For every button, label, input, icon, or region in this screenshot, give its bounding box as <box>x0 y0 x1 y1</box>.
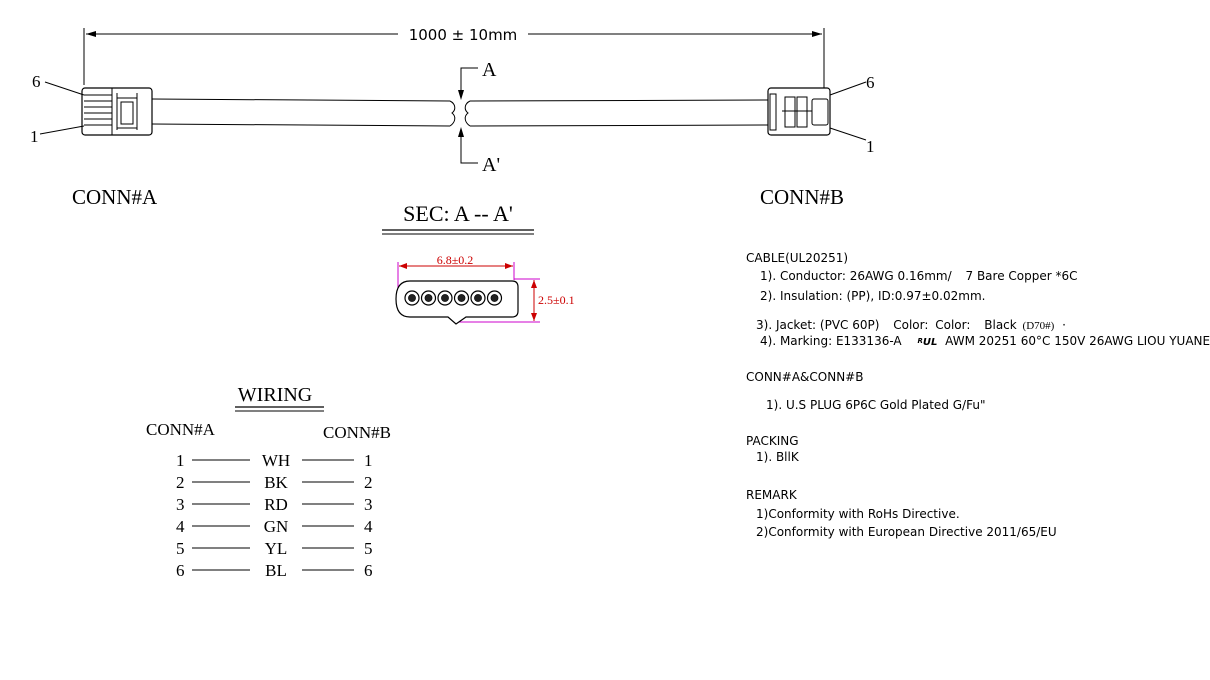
cable-insulation: 2). Insulation: (PP), ID:0.97±0.02mm. <box>760 289 986 303</box>
section-mark-upper: A <box>458 59 497 100</box>
cable-conductor-text: 1). Conductor: 26AWG 0.16mm/ <box>760 269 952 283</box>
wiring-color: GN <box>264 517 289 536</box>
wiring-pin-b: 1 <box>364 451 373 470</box>
remark-item-1: 1)Conformity with RoHs Directive. <box>756 507 960 521</box>
cable-marking-suffix: AWM 20251 60°C 150V 26AWG LIOU YUANE <box>945 334 1210 348</box>
cable-conductor: 1). Conductor: 26AWG 0.16mm/ 7 Bare Copp… <box>760 269 1078 283</box>
conductor-core <box>441 294 449 302</box>
wiring-row: 2 BK 2 <box>176 473 373 492</box>
wiring-pin-b: 3 <box>364 495 373 514</box>
connectors-heading: CONN#A&CONN#B <box>746 370 864 384</box>
section-title: SEC: A -- A' <box>403 201 513 226</box>
conn-b-pin-1-label: 1 <box>866 137 875 156</box>
connector-b-plug <box>767 87 831 136</box>
wiring-pin-a: 4 <box>176 517 185 536</box>
packing-heading: PACKING <box>746 434 799 448</box>
connectors-item-1: 1). U.S PLUG 6P6C Gold Plated G/Fu" <box>766 398 986 412</box>
cable-body-left <box>151 98 456 127</box>
wiring-row: 6 BL 6 <box>176 561 373 580</box>
wiring-left-header: CONN#A <box>146 420 216 439</box>
cable-jacket-color-2: Color: <box>935 318 971 332</box>
conn-a-caption: CONN#A <box>72 185 158 209</box>
connector-a-plug <box>81 87 153 136</box>
length-label: 1000 ± 10mm <box>409 26 518 44</box>
cable-jacket-color-value: Black <box>984 318 1017 332</box>
wiring-pin-a: 6 <box>176 561 185 580</box>
conductor-core <box>424 294 433 302</box>
cable-heading: CABLE(UL20251) <box>746 251 849 265</box>
wiring-pin-b: 2 <box>364 473 373 492</box>
wiring-pin-a: 5 <box>176 539 185 558</box>
cable-marking-text: 4). Marking: E133136-A <box>760 334 902 348</box>
wiring-row: 5 YL 5 <box>176 539 373 558</box>
conductor-core <box>457 294 466 302</box>
wiring-color: WH <box>262 451 290 470</box>
wiring-row: 3 RD 3 <box>176 495 373 514</box>
packing-item-1: 1). BllK <box>756 450 799 464</box>
conn-a-pin-1-label: 1 <box>30 127 39 146</box>
cable-jacket-dot: · <box>1062 318 1066 332</box>
section-width-label: 6.8±0.2 <box>437 253 474 267</box>
wiring-color: RD <box>264 495 288 514</box>
wiring-color: BK <box>264 473 288 492</box>
length-dimension: 1000 ± 10mm <box>83 26 825 100</box>
conn-a-pin-6-label: 6 <box>32 72 41 91</box>
cross-section: 6.8±0.2 2.5±0.1 <box>395 253 575 325</box>
wiring-pin-b: 6 <box>364 561 373 580</box>
cable-marking: 4). Marking: E133136-A RUL AWM 20251 60°… <box>760 334 1210 350</box>
ul-logo: RUL <box>917 337 938 348</box>
section-height-label: 2.5±0.1 <box>538 293 575 307</box>
wiring-row: 4 GN 4 <box>176 517 373 536</box>
cable-conductor-suffix: 7 Bare Copper *6C <box>965 269 1078 283</box>
wiring-pin-a: 1 <box>176 451 185 470</box>
section-mark-lower: A' <box>458 127 500 176</box>
wiring-table: WIRING CONN#A CONN#B 1 WH 1 2 BK 2 3 RD 3 4 GN 4 5 YL… <box>146 384 391 580</box>
section-mark-a: A <box>482 59 497 81</box>
cable-jacket-color-1: Color: <box>893 318 929 332</box>
cable-jacket-code: (D70#) <box>1022 320 1055 332</box>
cable-jacket-text: 3). Jacket: (PVC 60P) <box>756 318 880 332</box>
wiring-row: 1 WH 1 <box>176 451 373 470</box>
wiring-pin-b: 5 <box>364 539 373 558</box>
conn-b-pin-6-label: 6 <box>866 73 875 92</box>
wiring-pin-a: 3 <box>176 495 185 514</box>
remark-heading: REMARK <box>746 488 797 502</box>
remark-item-2: 2)Conformity with European Directive 201… <box>756 525 1057 539</box>
conn-b-caption: CONN#B <box>760 185 844 209</box>
wiring-pin-b: 4 <box>364 517 373 536</box>
section-mark-a-prime: A' <box>482 154 500 176</box>
wiring-color: YL <box>265 539 288 558</box>
conductor-core <box>490 294 499 302</box>
conductor-core <box>408 294 416 302</box>
wiring-title: WIRING <box>238 384 312 406</box>
wiring-color: BL <box>265 561 287 580</box>
cable-body-right <box>464 99 769 127</box>
cable-jacket: 3). Jacket: (PVC 60P) Color: Color: Blac… <box>756 318 1066 333</box>
wiring-pin-a: 2 <box>176 473 185 492</box>
conductor-core <box>474 294 482 302</box>
wiring-right-header: CONN#B <box>323 423 391 442</box>
